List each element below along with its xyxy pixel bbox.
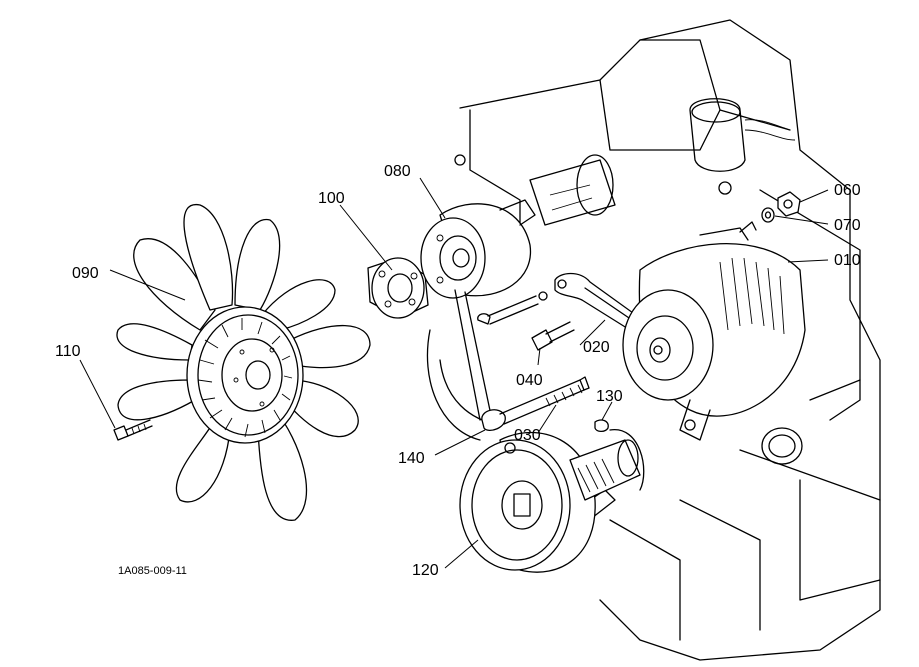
- crankshaft-pulley: [459, 431, 596, 573]
- fan-pulley: [420, 199, 536, 299]
- callout-120: 120: [412, 562, 439, 579]
- figure-code: 1A085-009-11: [118, 565, 187, 577]
- callout-060: 060: [834, 182, 861, 199]
- callout-080: 080: [384, 163, 411, 180]
- callout-070: 070: [834, 217, 861, 234]
- fan-spacer: [367, 257, 429, 319]
- fan-bolt: [113, 419, 153, 441]
- tension-bolt: [481, 376, 590, 431]
- callout-labels: 090 110 100 080 060 070 010 020 040 030 …: [55, 163, 861, 579]
- callout-040: 040: [516, 372, 543, 389]
- callout-010: 010: [834, 252, 861, 269]
- engine-block: [426, 19, 881, 661]
- callout-020: 020: [583, 339, 610, 356]
- callout-110: 110: [55, 343, 81, 360]
- alternator: [622, 221, 806, 441]
- callout-030: 030: [514, 427, 541, 444]
- callout-090: 090: [72, 265, 99, 282]
- crankshaft-nose: [569, 419, 645, 501]
- link-bolt: [477, 291, 575, 351]
- cooling-fan: [116, 204, 371, 521]
- callout-130: 130: [596, 388, 623, 405]
- leader-lines: [79, 177, 829, 569]
- nut-and-washer: [761, 191, 801, 223]
- callout-140: 140: [398, 450, 425, 467]
- callout-100: 100: [318, 190, 345, 207]
